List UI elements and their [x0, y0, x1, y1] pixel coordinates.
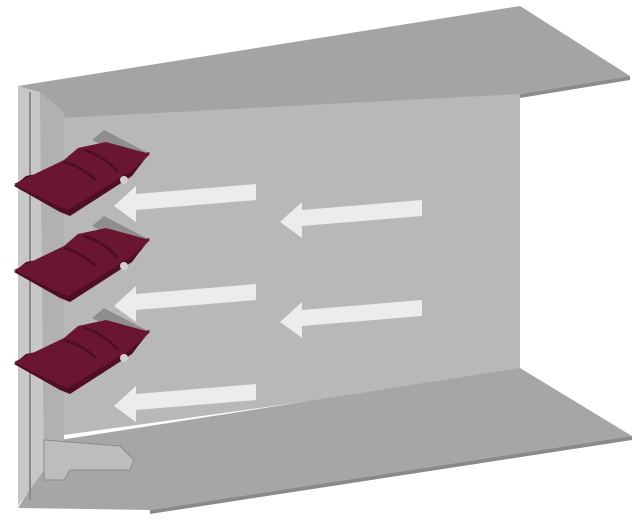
louver-3 — [14, 308, 150, 394]
bottom-panel-edge — [150, 436, 632, 514]
flow-arrow-shape — [114, 384, 256, 422]
flow-arrow-shape — [280, 300, 422, 338]
flow-arrow — [280, 200, 422, 238]
louver-pivot — [120, 354, 128, 362]
louver-ridge — [83, 234, 120, 259]
louver-group — [14, 130, 150, 394]
back-wall — [28, 92, 520, 440]
louver-2 — [14, 216, 150, 302]
louver-ridge — [63, 338, 97, 360]
flow-arrow-group — [114, 184, 422, 422]
louver-blade — [14, 228, 150, 296]
louver-ridge — [83, 148, 120, 173]
louver-blade — [14, 142, 150, 210]
louver-pivot — [120, 176, 128, 184]
flow-arrow-shape — [114, 184, 256, 222]
top-panel-edge — [520, 76, 630, 98]
top-panel — [18, 6, 630, 118]
flow-arrow — [114, 284, 256, 322]
flow-arrow — [114, 184, 256, 222]
louver-ridge — [63, 160, 97, 182]
louver-1 — [14, 130, 150, 216]
louver-ridge — [83, 326, 120, 351]
flow-arrow — [114, 384, 256, 422]
bottom-panel — [18, 368, 632, 510]
flow-arrow — [280, 300, 422, 338]
louver-pivot — [120, 262, 128, 270]
flow-arrow-shape — [280, 200, 422, 238]
bottom-channel-profile — [43, 439, 135, 481]
louver-blade — [14, 320, 150, 388]
louver-ridge — [63, 246, 97, 268]
flow-arrow-shape — [114, 284, 256, 322]
